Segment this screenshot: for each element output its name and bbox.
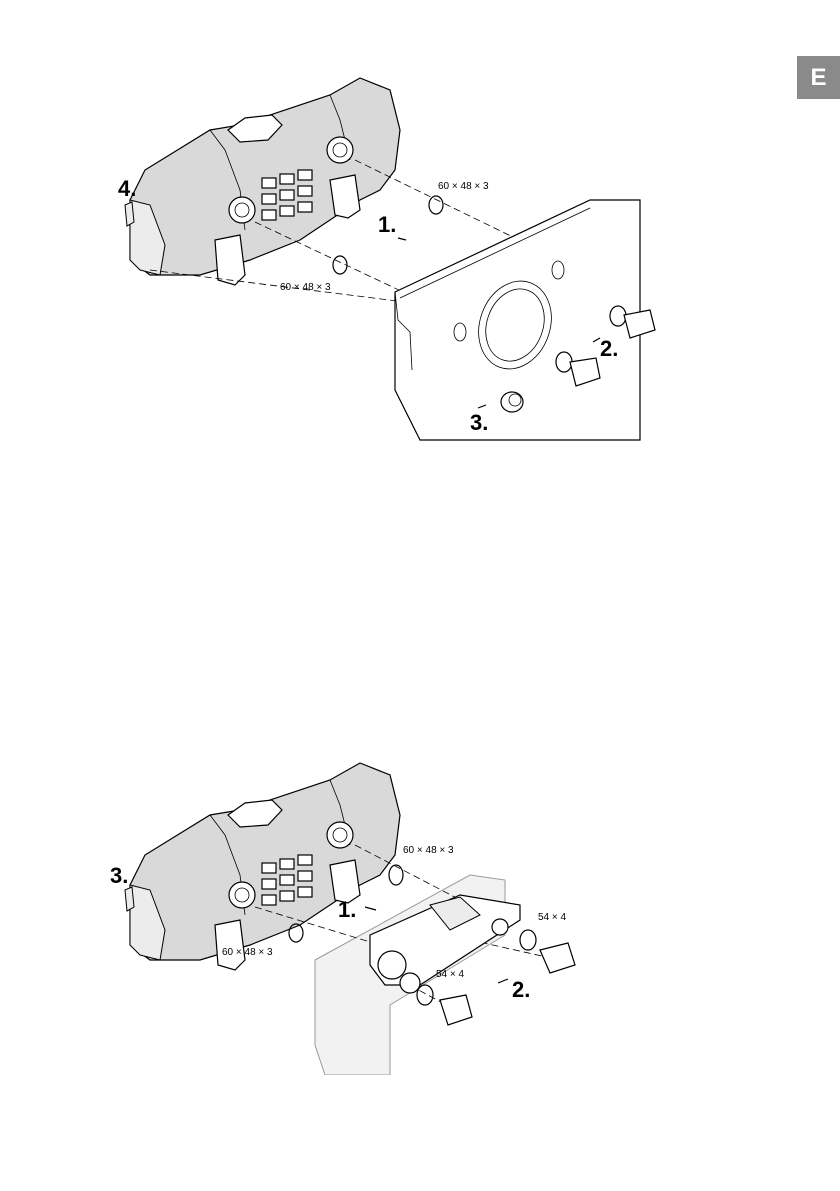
hose-tail-left	[440, 995, 472, 1025]
arrow-icon	[398, 238, 406, 240]
figure-2-assembly-diagram: 3. 1. 2. 60 × 48 × 3 60 × 48 × 3 54 × 4 …	[0, 755, 700, 1075]
language-tab: E	[797, 56, 840, 99]
knob	[501, 392, 523, 412]
hose-tail-right	[540, 943, 575, 973]
step-1-label: 1.	[378, 212, 396, 237]
o-ring-top-dimension: 60 × 48 × 3	[438, 181, 489, 192]
step-1-label: 1.	[338, 897, 356, 922]
o-ring-bottom-dimension: 60 × 48 × 3	[222, 947, 273, 958]
seal-right-dimension: 54 × 4	[538, 912, 567, 923]
step-4-label: 4.	[118, 176, 136, 201]
seal-right	[520, 930, 536, 950]
pump-housing	[125, 78, 400, 285]
step-3-label: 3.	[470, 410, 488, 435]
o-ring-top	[429, 196, 443, 214]
o-ring-top-dimension: 60 × 48 × 3	[403, 845, 454, 856]
o-ring-top	[389, 865, 403, 885]
seal-left	[417, 985, 433, 1005]
vent-grille	[262, 170, 312, 220]
arrow-icon	[365, 907, 376, 910]
o-ring-bottom-dimension: 60 × 48 × 3	[280, 282, 331, 293]
step-2-label: 2.	[512, 977, 530, 1002]
arrow-icon	[498, 979, 508, 983]
seal-left-dimension: 54 × 4	[436, 969, 465, 980]
o-ring-bottom	[333, 256, 347, 274]
step-3-label: 3.	[110, 863, 128, 888]
vent-grille	[262, 855, 312, 905]
step-2-label: 2.	[600, 336, 618, 361]
figure-1-assembly-diagram: 4. 1. 2. 3. 60 × 48 × 3 60 × 48 × 3	[0, 70, 700, 450]
